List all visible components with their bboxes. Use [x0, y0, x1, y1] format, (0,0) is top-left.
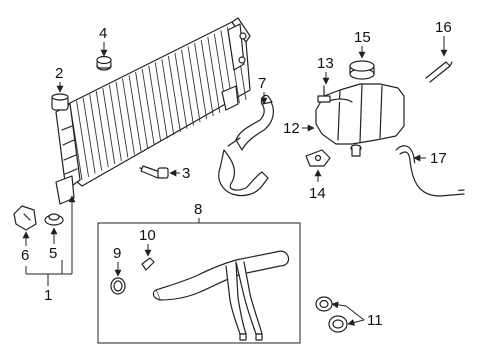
callout-16: 16 [435, 19, 452, 36]
callout-1: 1 [44, 287, 52, 304]
callout-12: 12 [283, 120, 300, 137]
radiator-fin [207, 36, 221, 113]
callout-15: 15 [354, 29, 371, 46]
clamp-part-11 [315, 296, 348, 333]
bracket-part-14 [305, 149, 331, 167]
bracket-part-6 [13, 205, 37, 231]
cap-part-15 [349, 60, 375, 80]
bolt-part-3 [139, 165, 169, 179]
upper-hose-part-7 [218, 94, 274, 197]
radiator-fin [102, 87, 116, 165]
callout-3: 3 [182, 165, 190, 182]
radiator-fin [82, 97, 96, 174]
callout-labels: 1 2 3 4 5 6 7 8 9 10 11 12 13 14 15 16 1… [21, 19, 452, 329]
isolator-part-4 [96, 55, 112, 71]
radiator-fin [167, 55, 181, 133]
coolant-reservoir-part-12 [315, 83, 405, 157]
radiator-fin [148, 65, 162, 142]
o-ring-part-9 [110, 277, 126, 295]
lower-hose-part-8 [152, 250, 290, 341]
callout-10: 10 [139, 227, 156, 244]
radiator-fin [89, 94, 103, 171]
clip-part-10 [141, 257, 155, 271]
radiator-fin [154, 62, 168, 139]
radiator-fin [115, 81, 129, 158]
callout-2: 2 [55, 65, 63, 82]
radiator-fin [95, 91, 109, 168]
radiator-fin [141, 68, 155, 145]
radiator-fin [108, 84, 122, 161]
callout-14: 14 [309, 185, 326, 202]
callout-11: 11 [367, 312, 383, 329]
radiator-fin [128, 75, 142, 152]
grommet-part-2 [51, 93, 69, 111]
callout-9: 9 [113, 245, 121, 262]
callout-5: 5 [49, 245, 57, 262]
callout-17: 17 [430, 150, 447, 167]
radiator-fin [187, 46, 201, 123]
callout-4: 4 [99, 25, 107, 42]
bolt-part-13 [317, 85, 331, 103]
radiator-fin [181, 49, 194, 126]
radiator-fin [194, 43, 208, 120]
hose-part-16 [425, 61, 453, 83]
callout-13: 13 [317, 55, 334, 72]
radiator [55, 17, 251, 205]
leader-lines [22, 36, 448, 326]
radiator-fin [174, 52, 188, 129]
callout-8: 8 [194, 201, 202, 218]
radiator-fin [76, 100, 90, 177]
radiator-fin [122, 78, 135, 155]
radiator-fin [135, 71, 149, 149]
callout-7: 7 [258, 75, 266, 92]
plug-part-5 [44, 213, 64, 226]
radiator-fin [161, 59, 175, 136]
callout-6: 6 [21, 247, 29, 264]
radiator-fin [200, 39, 214, 117]
